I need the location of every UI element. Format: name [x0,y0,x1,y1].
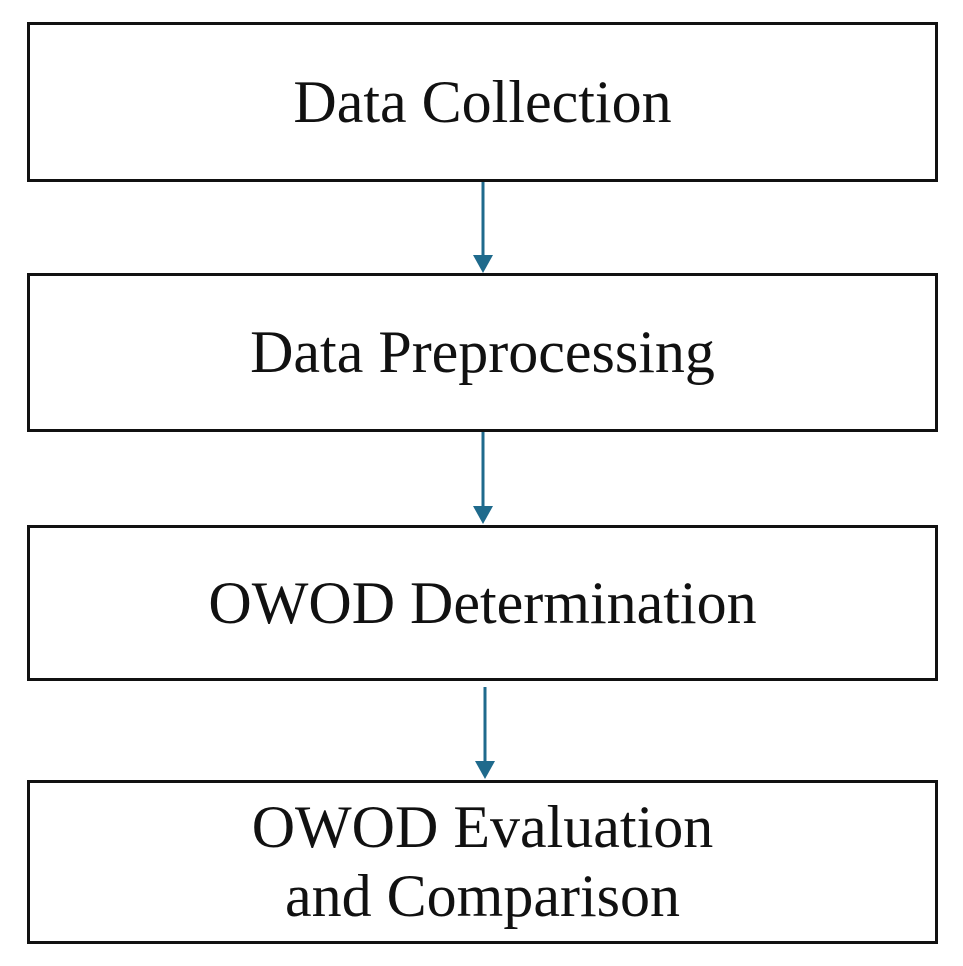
arrow-head [475,761,495,779]
step-label-line: Data Collection [293,68,672,135]
step-label: Data Preprocessing [250,318,715,387]
step-label-line: OWOD Evaluation [251,794,714,860]
arrow-1 [473,182,493,273]
step-label: OWOD Evaluation and Comparison [252,793,714,931]
step-label: Data Collection [293,68,671,137]
step-data-collection-box: Data Collection [27,22,938,182]
arrow-head [473,255,493,273]
step-owod-determination-box: OWOD Determination [27,525,938,681]
step-data-preprocessing-box: Data Preprocessing [27,273,938,432]
step-label: OWOD Determination [208,569,756,638]
step-label-line: and Comparison [285,863,680,929]
arrow-3 [475,687,495,779]
step-label-line: Data Preprocessing [250,319,715,385]
arrow-2 [473,432,493,524]
step-owod-evaluation-box: OWOD Evaluation and Comparison [27,780,938,944]
step-label-line: OWOD Determination [208,569,757,636]
arrow-head [473,506,493,524]
